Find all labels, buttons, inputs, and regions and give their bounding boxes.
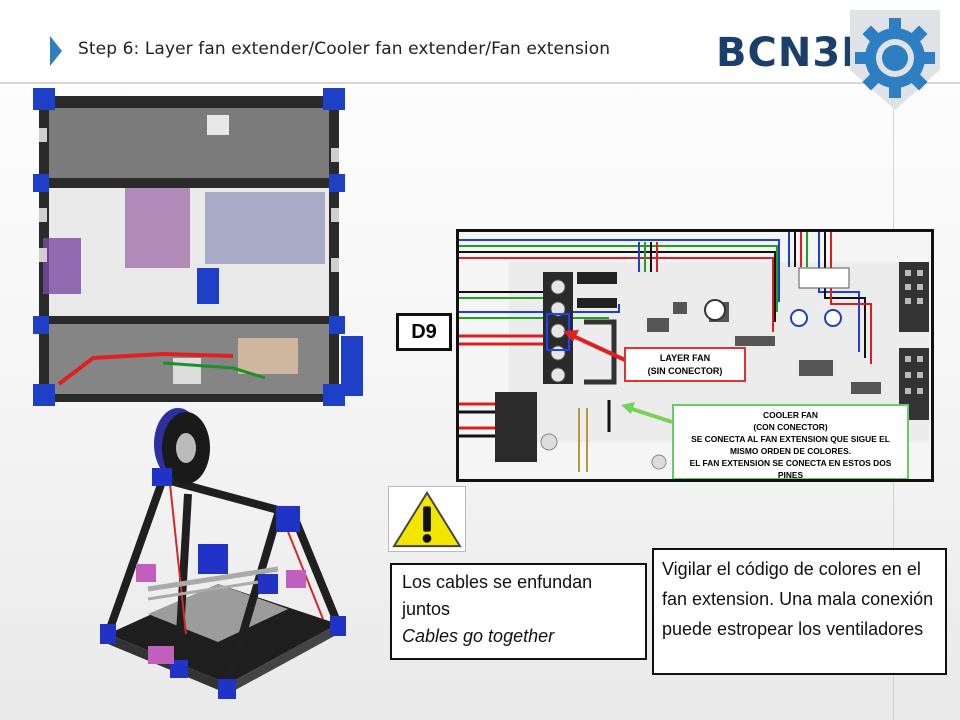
connector-d9-tag: D9 bbox=[396, 313, 452, 351]
slide-title: Step 6: Layer fan extender/Cooler fan ex… bbox=[78, 39, 611, 59]
warning-triangle-icon bbox=[388, 486, 466, 552]
cables-note-spanish: Los cables se enfundan juntos bbox=[402, 572, 593, 619]
printer-isometric-image bbox=[100, 408, 346, 699]
cables-note-english: Cables go together bbox=[402, 626, 555, 646]
cooler-fan-label: COOLER FAN (CON CONECTOR) SE CONECTA AL … bbox=[672, 404, 909, 479]
gear-icon bbox=[850, 10, 940, 110]
cables-note-box: Los cables se enfundan juntos Cables go … bbox=[390, 563, 647, 660]
chevron-right-icon bbox=[50, 36, 62, 66]
printer-top-view-image bbox=[33, 88, 363, 406]
brand-logo-text: BCN3D bbox=[716, 30, 876, 76]
color-code-warning-box: Vigilar el código de colores en el fan e… bbox=[652, 548, 947, 675]
layer-fan-label: LAYER FAN (SIN CONECTOR) bbox=[624, 347, 746, 382]
slide-header: Step 6: Layer fan extender/Cooler fan ex… bbox=[0, 0, 960, 110]
color-code-warning-text: Vigilar el código de colores en el fan e… bbox=[662, 559, 934, 639]
board-wiring-diagram: LAYER FAN (SIN CONECTOR) COOLER FAN (CON… bbox=[456, 229, 934, 482]
